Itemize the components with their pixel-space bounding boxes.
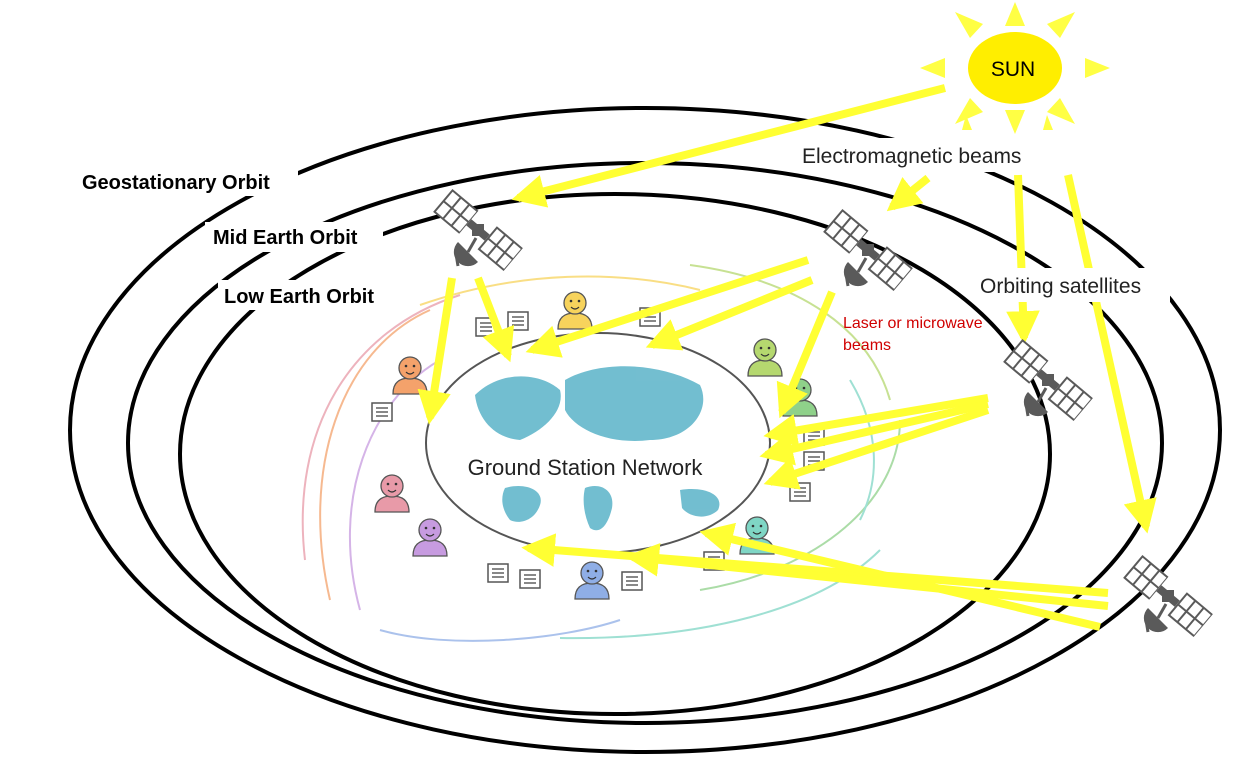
world-map-icon bbox=[475, 366, 720, 531]
sun-ray-stubs bbox=[962, 115, 1053, 130]
person-icon bbox=[412, 518, 448, 557]
network-arcs bbox=[301, 264, 901, 642]
low-earth-orbit-ring bbox=[178, 192, 1052, 716]
person-icon bbox=[392, 356, 428, 395]
people-group bbox=[374, 291, 818, 600]
geostationary-orbit-label: Geostationary Orbit bbox=[82, 172, 270, 194]
sun-beam-leo bbox=[1006, 174, 1040, 345]
sun-icon: SUN bbox=[920, 2, 1110, 134]
document-icon bbox=[789, 482, 811, 502]
document-icon bbox=[507, 311, 529, 331]
low-earth-orbit-label: Low Earth Orbit bbox=[224, 286, 374, 308]
document-icon bbox=[519, 569, 541, 589]
ground-station-network: Ground Station Network bbox=[425, 332, 771, 554]
satellite-icon bbox=[821, 207, 915, 293]
satellite-icon bbox=[1001, 337, 1095, 423]
beams bbox=[417, 84, 1157, 631]
person-icon bbox=[574, 561, 610, 600]
sun-label: SUN bbox=[991, 58, 1035, 81]
mid-earth-orbit-label: Mid Earth Orbit bbox=[213, 227, 358, 249]
electromagnetic-beams-label: Electromagnetic beams bbox=[802, 145, 1021, 168]
document-icon bbox=[621, 571, 643, 591]
laser-beams-label-line1: Laser or microwave bbox=[843, 315, 983, 332]
person-icon bbox=[747, 338, 783, 377]
ground-station-label: Ground Station Network bbox=[468, 455, 704, 480]
person-icon bbox=[557, 291, 593, 330]
document-icon bbox=[487, 563, 509, 583]
geostationary-orbit-ring bbox=[68, 106, 1222, 754]
sun-beam-geo bbox=[511, 84, 946, 208]
laser-beams-label-line2: beams bbox=[843, 337, 891, 354]
orbiting-satellites-label: Orbiting satellites bbox=[980, 275, 1141, 298]
sun-beam-mid bbox=[886, 174, 931, 212]
person-icon bbox=[374, 474, 410, 513]
sun-beam-far bbox=[1064, 174, 1157, 534]
document-icon bbox=[371, 402, 393, 422]
